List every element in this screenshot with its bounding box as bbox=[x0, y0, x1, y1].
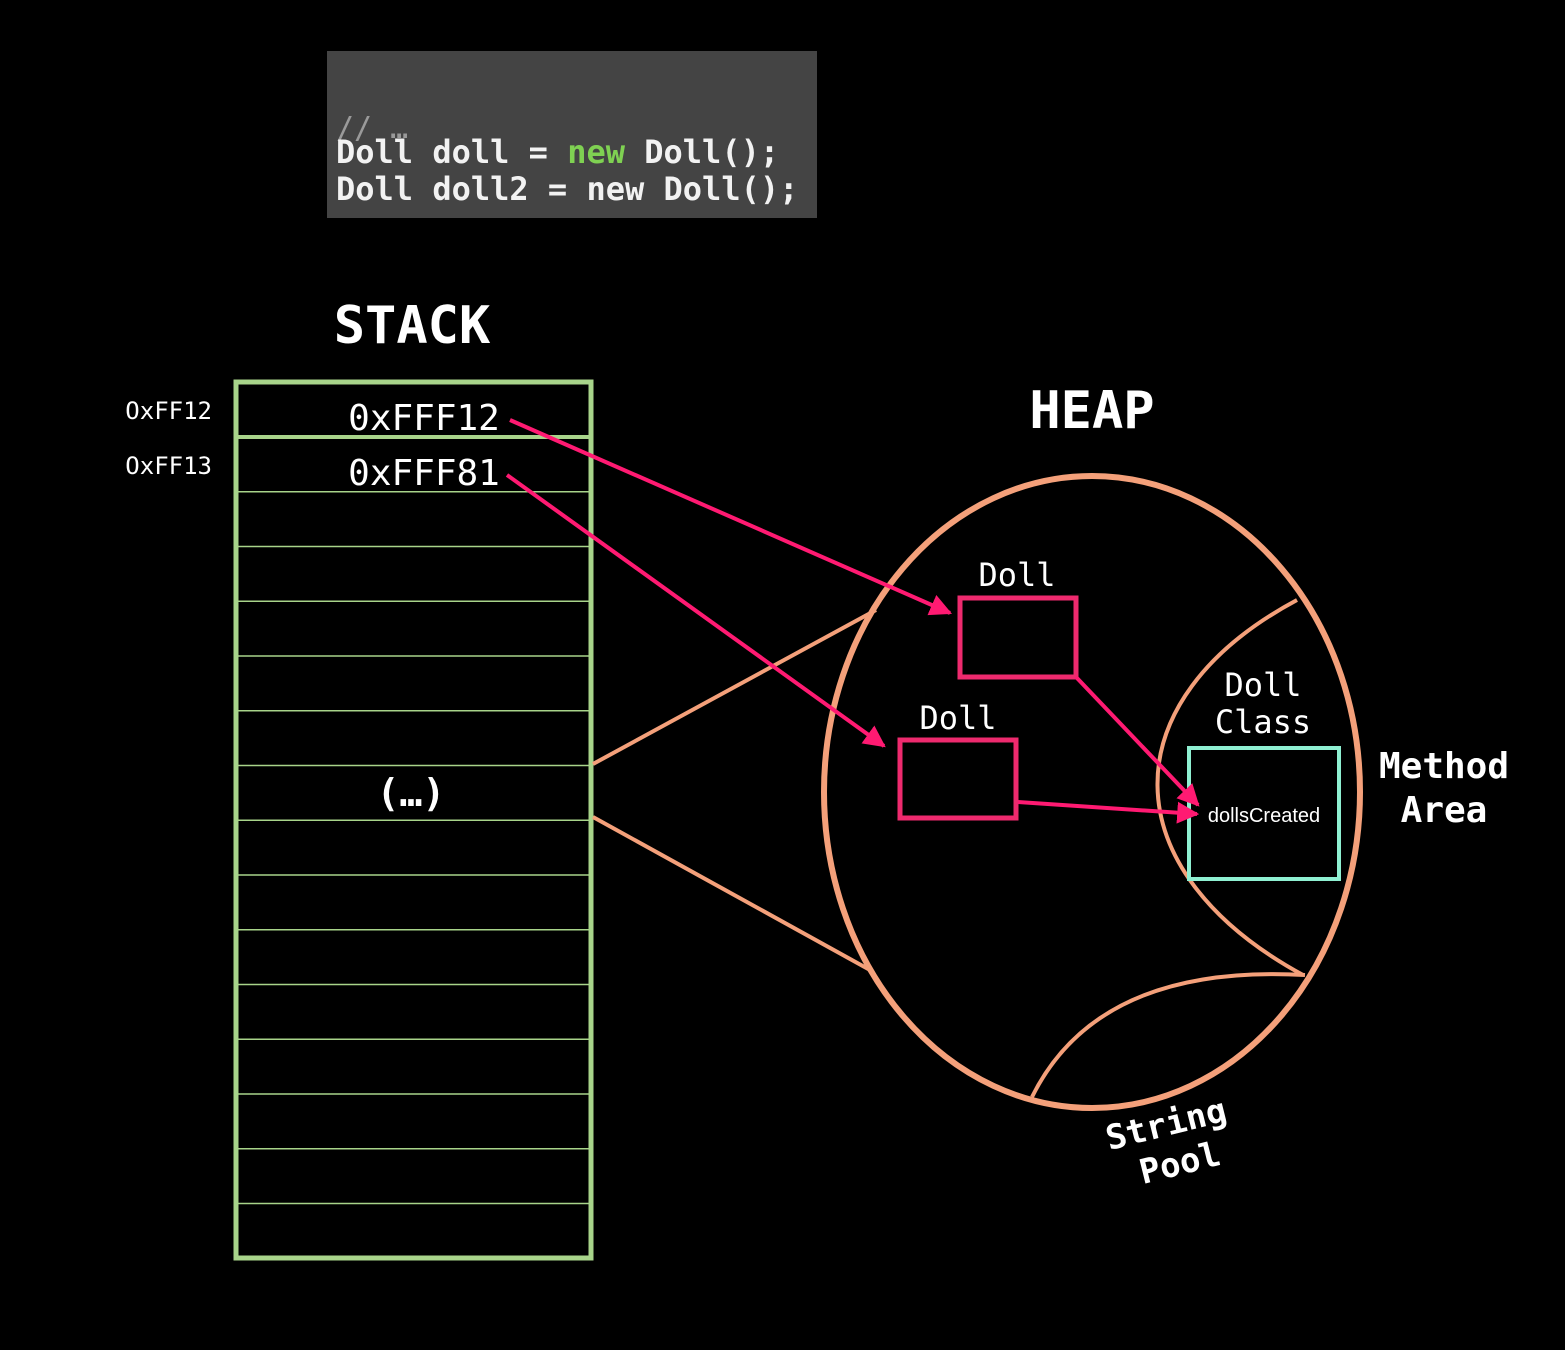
method-area-boundary bbox=[1155, 598, 1304, 977]
code-line-1-end: Doll(); bbox=[624, 133, 780, 171]
string-pool-label: String Pool bbox=[1102, 1090, 1231, 1192]
method-area-label-line2: Area bbox=[1401, 790, 1488, 831]
code-line-1-start: Doll doll = bbox=[336, 133, 568, 171]
stack bbox=[233, 379, 594, 1261]
heap-object-2-label: Doll bbox=[919, 699, 996, 737]
code-panel: // … Doll doll = new Doll(); Doll doll2 … bbox=[327, 51, 817, 218]
code-line-2-text: Doll doll2 = new Doll(); bbox=[336, 170, 799, 208]
arrow-doll1-to-class bbox=[1074, 675, 1200, 807]
heap-object-1-label: Doll bbox=[978, 556, 1055, 594]
stack-ellipsis: (…) bbox=[377, 771, 446, 815]
class-field-dolls-created: dollsCreated bbox=[1208, 805, 1320, 827]
stack-frame bbox=[233, 379, 594, 1261]
stack-title: STACK bbox=[334, 296, 491, 356]
heap-object-2 bbox=[897, 737, 1019, 821]
zoom-line-bottom bbox=[592, 815, 871, 972]
code-line-1: Doll doll = new Doll(); bbox=[336, 134, 779, 170]
stack-address-2: OxFF13 bbox=[125, 452, 212, 480]
heap-outline bbox=[821, 473, 1363, 1111]
code-line-2: Doll doll2 = new Doll(); bbox=[336, 171, 798, 207]
code-comment: // … bbox=[336, 111, 408, 147]
heap-title: HEAP bbox=[1029, 381, 1154, 441]
class-label-line1: Doll bbox=[1224, 666, 1301, 704]
zoom-line-top bbox=[592, 608, 877, 766]
string-pool-boundary bbox=[1030, 972, 1306, 1098]
arrow-ref-1-to-doll bbox=[509, 418, 953, 616]
class-label-line2: Class bbox=[1215, 703, 1311, 741]
code-keyword-new: new bbox=[567, 133, 625, 171]
stack-value-1: 0xFFF12 bbox=[348, 398, 500, 439]
method-area-label-line1: Method bbox=[1379, 746, 1509, 787]
stack-address-1: OxFF12 bbox=[125, 397, 212, 425]
stack-grid-lines bbox=[238, 491, 589, 1205]
code-comment-text: // … bbox=[336, 111, 409, 146]
arrow-doll2-to-class bbox=[1017, 800, 1200, 824]
arrow-ref-2-to-doll bbox=[505, 473, 886, 748]
stack-value-2: 0xFFF81 bbox=[348, 453, 500, 494]
heap-object-1 bbox=[957, 595, 1079, 680]
